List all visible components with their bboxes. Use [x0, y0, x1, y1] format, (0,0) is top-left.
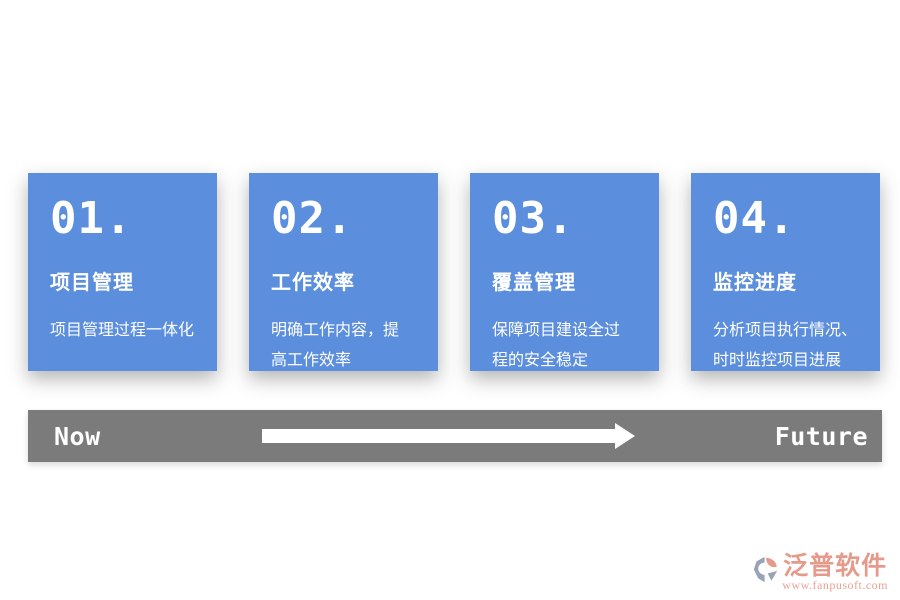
arrow-head: [615, 423, 635, 449]
card-description: 明确工作内容，提 高工作效率: [271, 320, 400, 369]
footer-logo: 泛普软件 www.fanpusoft.com: [752, 552, 888, 592]
card-number: 01.: [50, 193, 133, 244]
card-title: 工作效率: [271, 270, 355, 294]
card-number: 04.: [713, 193, 796, 244]
logo-text-column: 泛普软件 www.fanpusoft.com: [782, 552, 888, 592]
card-number: 03.: [492, 193, 575, 244]
logo-url-text: www.fanpusoft.com: [782, 578, 888, 592]
card-description: 项目管理过程一体化: [50, 320, 195, 339]
card-title: 监控进度: [713, 270, 797, 294]
card-title: 项目管理: [50, 270, 134, 294]
card-description: 分析项目执行情况、 时时监控项目进展: [713, 320, 858, 369]
feature-card-2: 02. 工作效率 明确工作内容，提 高工作效率: [249, 173, 438, 371]
logo-brand-text: 泛普软件: [783, 551, 888, 580]
timeline-future-label: Future: [774, 421, 868, 451]
feature-cards-row: 01. 项目管理 项目管理过程一体化 02. 工作效率 明确工作内容，提 高工作…: [28, 173, 880, 371]
timeline-now-label: Now: [54, 421, 101, 451]
card-description: 保障项目建设全过 程的安全稳定: [492, 320, 621, 369]
card-title: 覆盖管理: [492, 270, 576, 294]
fanpu-logo-icon: [754, 556, 778, 583]
feature-card-3: 03. 覆盖管理 保障项目建设全过 程的安全稳定: [470, 173, 659, 371]
right-arrow-icon: [262, 420, 635, 452]
feature-card-1: 01. 项目管理 项目管理过程一体化: [28, 173, 217, 371]
arrow-shaft: [262, 429, 616, 443]
timeline-bar: Now Future: [28, 410, 882, 462]
feature-card-4: 04. 监控进度 分析项目执行情况、 时时监控项目进展: [691, 173, 880, 371]
card-number: 02.: [271, 193, 354, 244]
